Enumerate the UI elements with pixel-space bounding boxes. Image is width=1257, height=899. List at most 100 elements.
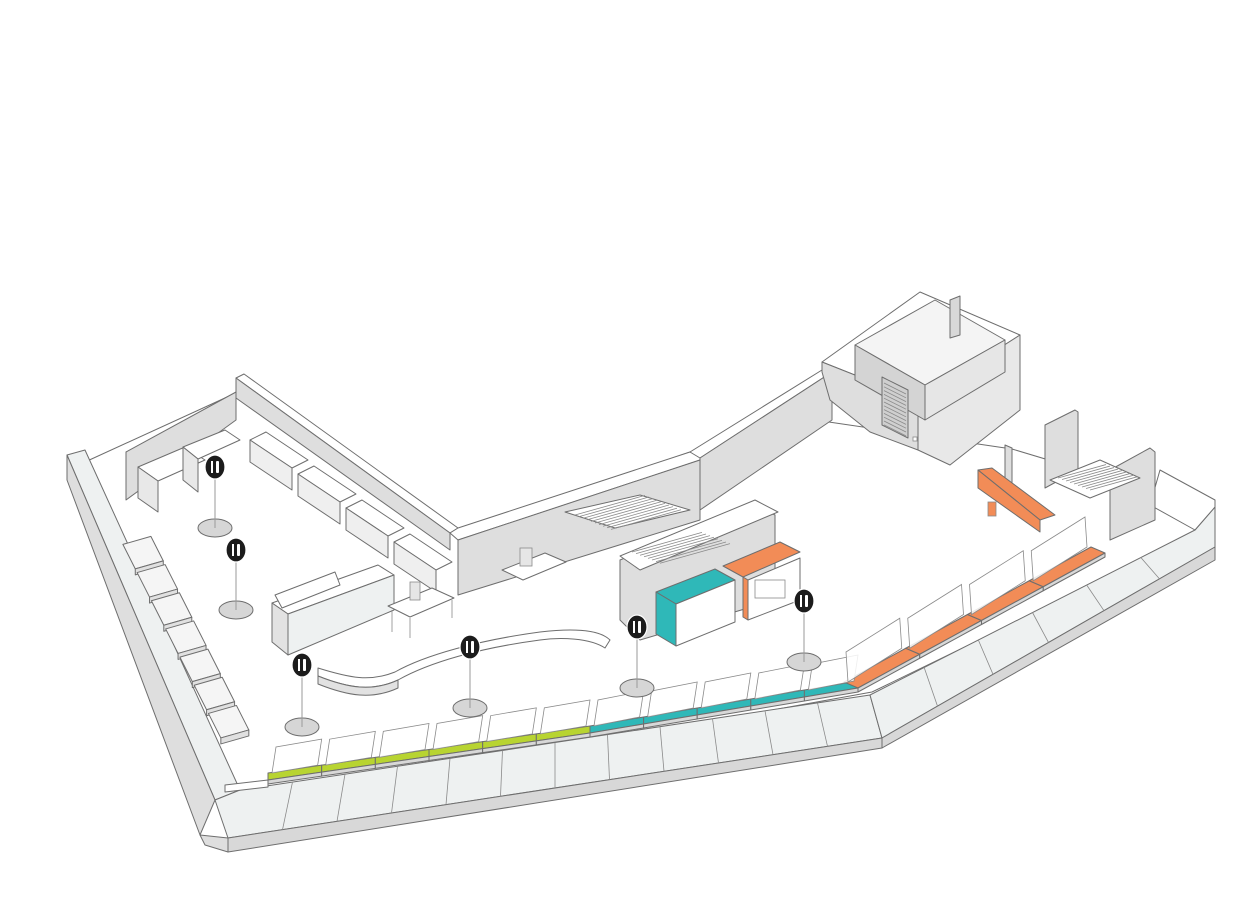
left-seat-row <box>122 535 250 745</box>
door-slat <box>883 416 907 429</box>
fork-knife-icon <box>459 634 481 660</box>
fork-knife-icon <box>793 588 815 614</box>
staircase-c <box>1057 464 1139 491</box>
stair-step <box>1077 471 1127 486</box>
stair-step <box>631 532 703 553</box>
bench-backrests <box>271 516 1088 774</box>
bench-backrest <box>271 738 323 774</box>
tower-upper-right <box>924 339 1006 421</box>
island-rear-panel <box>274 571 341 609</box>
back-left-wing <box>125 373 459 551</box>
door-slat <box>883 397 907 410</box>
left-seat-front <box>220 729 250 745</box>
knife-glyph <box>237 544 240 556</box>
fork-glyph <box>211 461 213 473</box>
mullion <box>500 750 503 797</box>
door-slat <box>883 420 907 433</box>
facade-front-base <box>199 834 229 853</box>
fork-knife-icon <box>204 454 226 480</box>
orange-bin <box>987 501 997 517</box>
knife-glyph <box>216 461 219 473</box>
back-left-wall-face <box>235 377 451 551</box>
stair-step <box>655 541 727 562</box>
stair-step <box>594 503 666 524</box>
door-slats <box>883 382 907 437</box>
door-slat <box>883 394 907 406</box>
door-slat <box>883 382 907 395</box>
island-side <box>287 574 395 656</box>
bench-backrest <box>969 550 1026 616</box>
bench-backrest <box>907 583 964 649</box>
wall-shelving <box>249 431 453 593</box>
fork-knife-icon <box>225 537 247 563</box>
wayfinding-signs <box>197 454 822 737</box>
drink-dispenser <box>519 547 533 567</box>
door-slat <box>883 409 907 421</box>
stair-step <box>590 501 662 522</box>
kiosk-group <box>655 541 801 647</box>
stair-step <box>643 536 715 558</box>
stair-step <box>1085 474 1135 489</box>
orange-counter-face <box>977 469 1041 533</box>
stair-step <box>1061 465 1111 480</box>
knife-glyph <box>805 595 808 607</box>
facade-bench-row <box>224 546 1106 793</box>
mullion <box>445 758 451 805</box>
orange-kiosk-front <box>742 576 749 621</box>
staircase-a <box>574 495 682 530</box>
mullion <box>764 710 774 755</box>
bench-seat-edge <box>1042 552 1106 592</box>
door-slat <box>883 405 907 418</box>
door-slat <box>883 390 907 402</box>
fork-glyph <box>232 544 234 556</box>
mullion <box>712 718 719 764</box>
coffee-machine <box>409 581 421 601</box>
bench-backrest <box>1030 516 1088 582</box>
bench-backrest <box>647 681 698 718</box>
central-island <box>271 564 455 656</box>
curved-counter <box>317 629 611 696</box>
chimney <box>949 295 961 339</box>
fork-glyph <box>466 641 468 653</box>
mullion <box>1140 557 1160 580</box>
door-slat <box>883 413 907 425</box>
knife-glyph <box>638 621 641 633</box>
bench-backrest <box>486 707 537 743</box>
mullion <box>1086 584 1105 611</box>
teal-kiosk-side <box>675 579 736 647</box>
elevator-tower <box>689 291 1021 511</box>
mullion <box>817 702 828 747</box>
knife-glyph <box>471 641 474 653</box>
bench-backrest <box>325 730 376 766</box>
connector-wall-face <box>699 371 833 511</box>
stair-step <box>651 540 723 561</box>
mullion <box>923 667 938 707</box>
shelf-face <box>249 439 293 491</box>
stair-step <box>639 535 711 556</box>
stair-step <box>635 533 707 554</box>
stair-step <box>578 496 650 517</box>
stair-step <box>598 504 670 525</box>
stair-step <box>606 507 678 529</box>
shelf-face <box>297 473 341 525</box>
mullion <box>391 766 398 814</box>
fork-glyph <box>633 621 635 633</box>
right-wing <box>977 409 1156 541</box>
fork-glyph <box>800 595 802 607</box>
stair-step <box>1057 464 1107 479</box>
orange-kiosk-top <box>722 541 801 578</box>
fork-knife-icon <box>626 614 648 640</box>
stair-step <box>602 506 674 527</box>
shelf-face <box>345 507 389 559</box>
kiosk-display-case <box>754 579 786 599</box>
mullion <box>607 734 610 780</box>
door-slat <box>883 424 907 437</box>
stair-step <box>1065 467 1115 482</box>
mullion <box>977 639 994 675</box>
stair-step <box>582 498 654 519</box>
bench-seat-end <box>224 779 269 793</box>
door-slat <box>883 386 907 399</box>
bench-backrest <box>539 699 591 735</box>
